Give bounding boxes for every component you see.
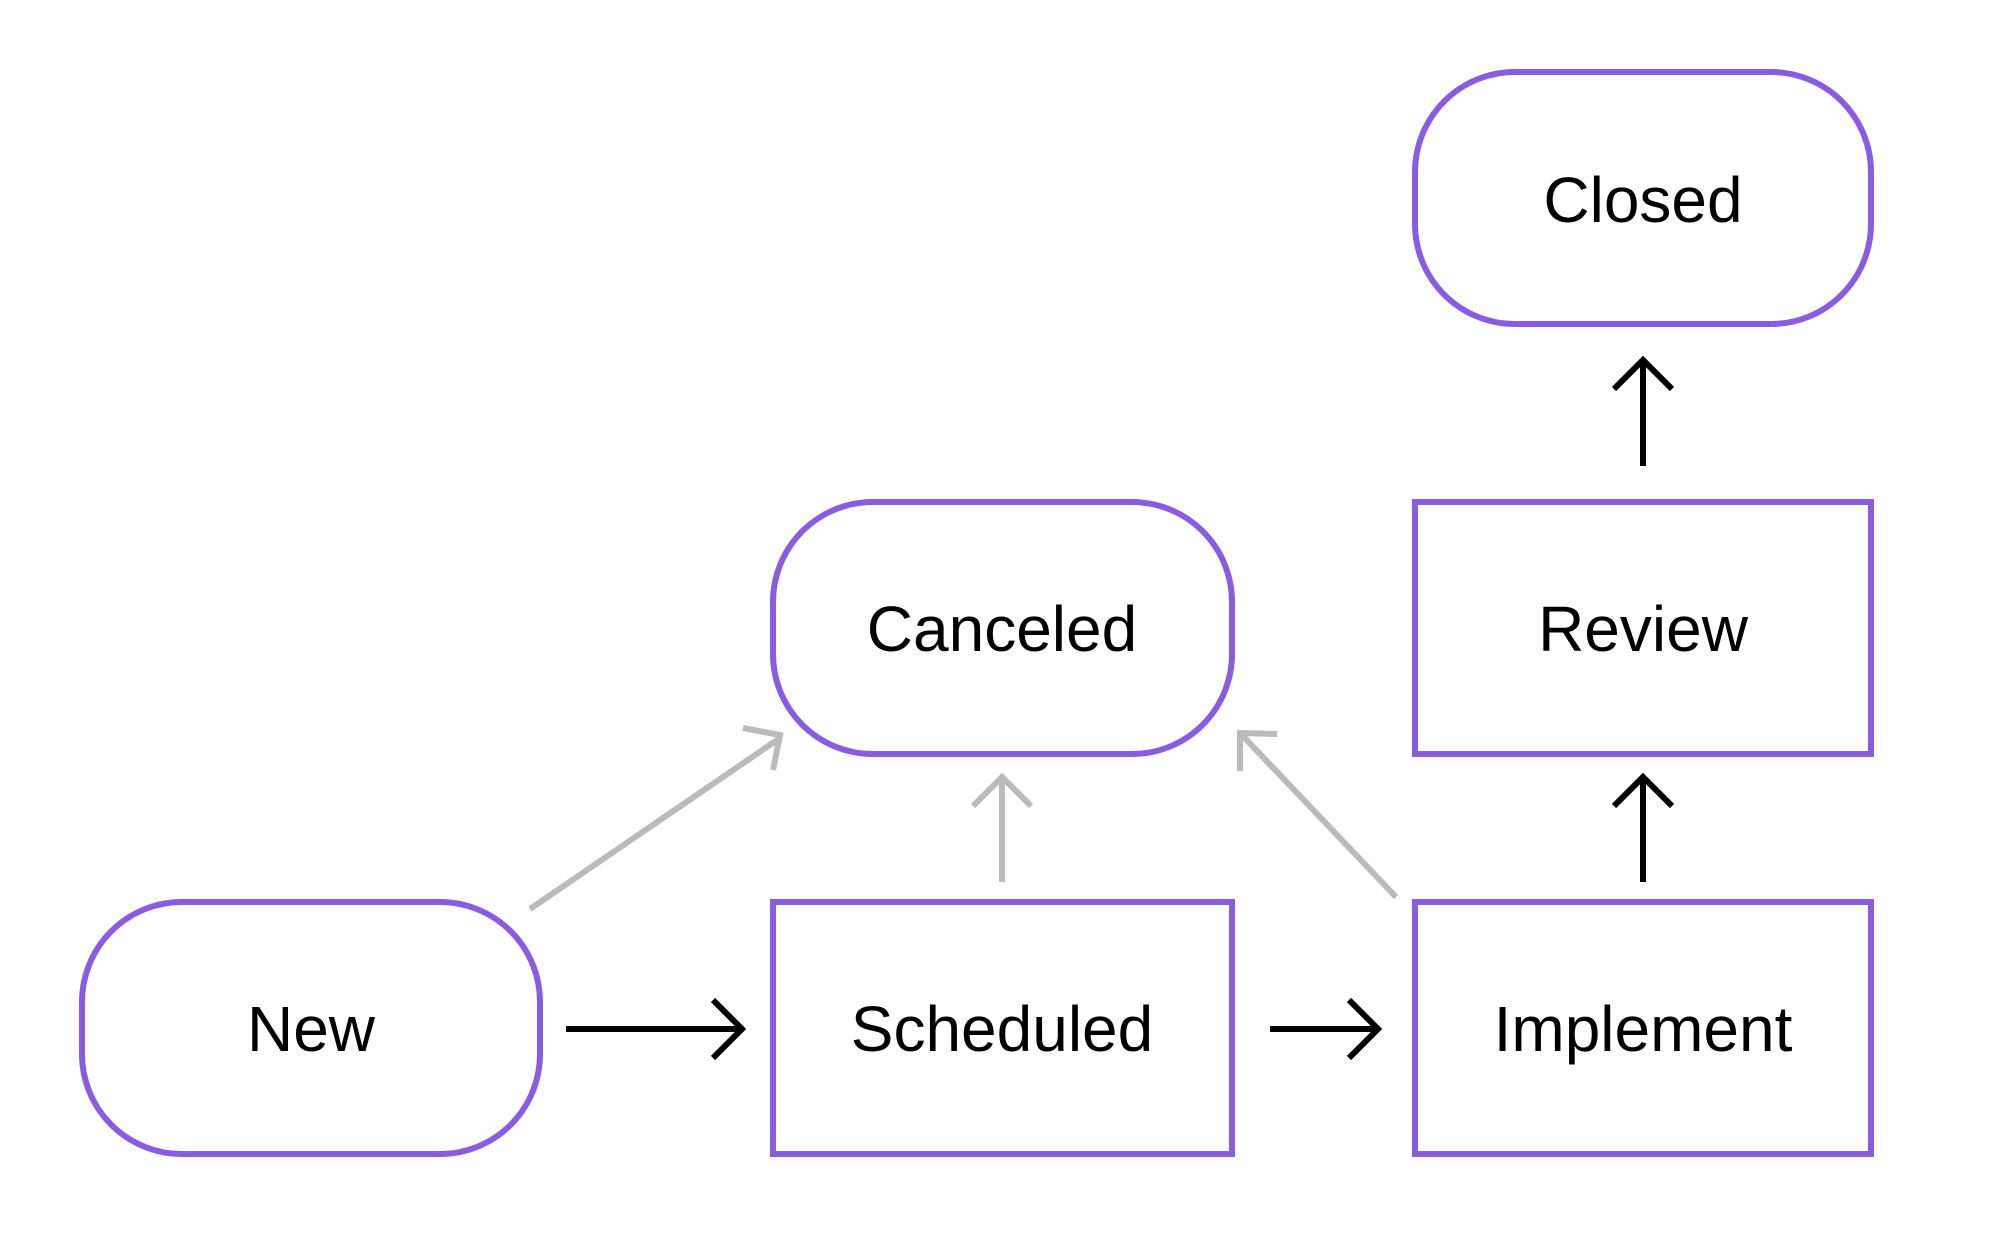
node-closed-label: Closed <box>1543 164 1742 236</box>
node-new: New <box>79 899 543 1157</box>
arrow-scheduled-to-canceled <box>970 772 1034 882</box>
node-new-label: New <box>247 993 376 1065</box>
arrow-new-to-canceled <box>528 725 784 912</box>
node-review-shape <box>1412 499 1874 757</box>
node-implement-shape <box>1412 899 1874 1157</box>
node-scheduled-shape <box>770 899 1235 1157</box>
node-implement: Implement <box>1412 899 1874 1157</box>
node-closed: Closed <box>1412 69 1874 327</box>
node-implement-label: Implement <box>1494 993 1793 1065</box>
node-canceled: Canceled <box>770 499 1235 757</box>
node-scheduled: Scheduled <box>770 899 1235 1157</box>
node-canceled-label: Canceled <box>867 593 1137 665</box>
arrow-new-to-scheduled <box>566 997 747 1061</box>
node-scheduled-label: Scheduled <box>851 993 1153 1065</box>
node-canceled-shape <box>770 499 1235 757</box>
node-review: Review <box>1412 499 1874 757</box>
arrow-implement-to-canceled <box>1237 729 1399 900</box>
node-review-label: Review <box>1538 593 1749 665</box>
arrow-scheduled-to-implement <box>1270 997 1383 1061</box>
arrow-review-to-closed <box>1611 355 1675 466</box>
node-closed-shape <box>1412 69 1874 327</box>
arrow-implement-to-review <box>1611 772 1675 882</box>
node-new-shape <box>79 899 543 1157</box>
